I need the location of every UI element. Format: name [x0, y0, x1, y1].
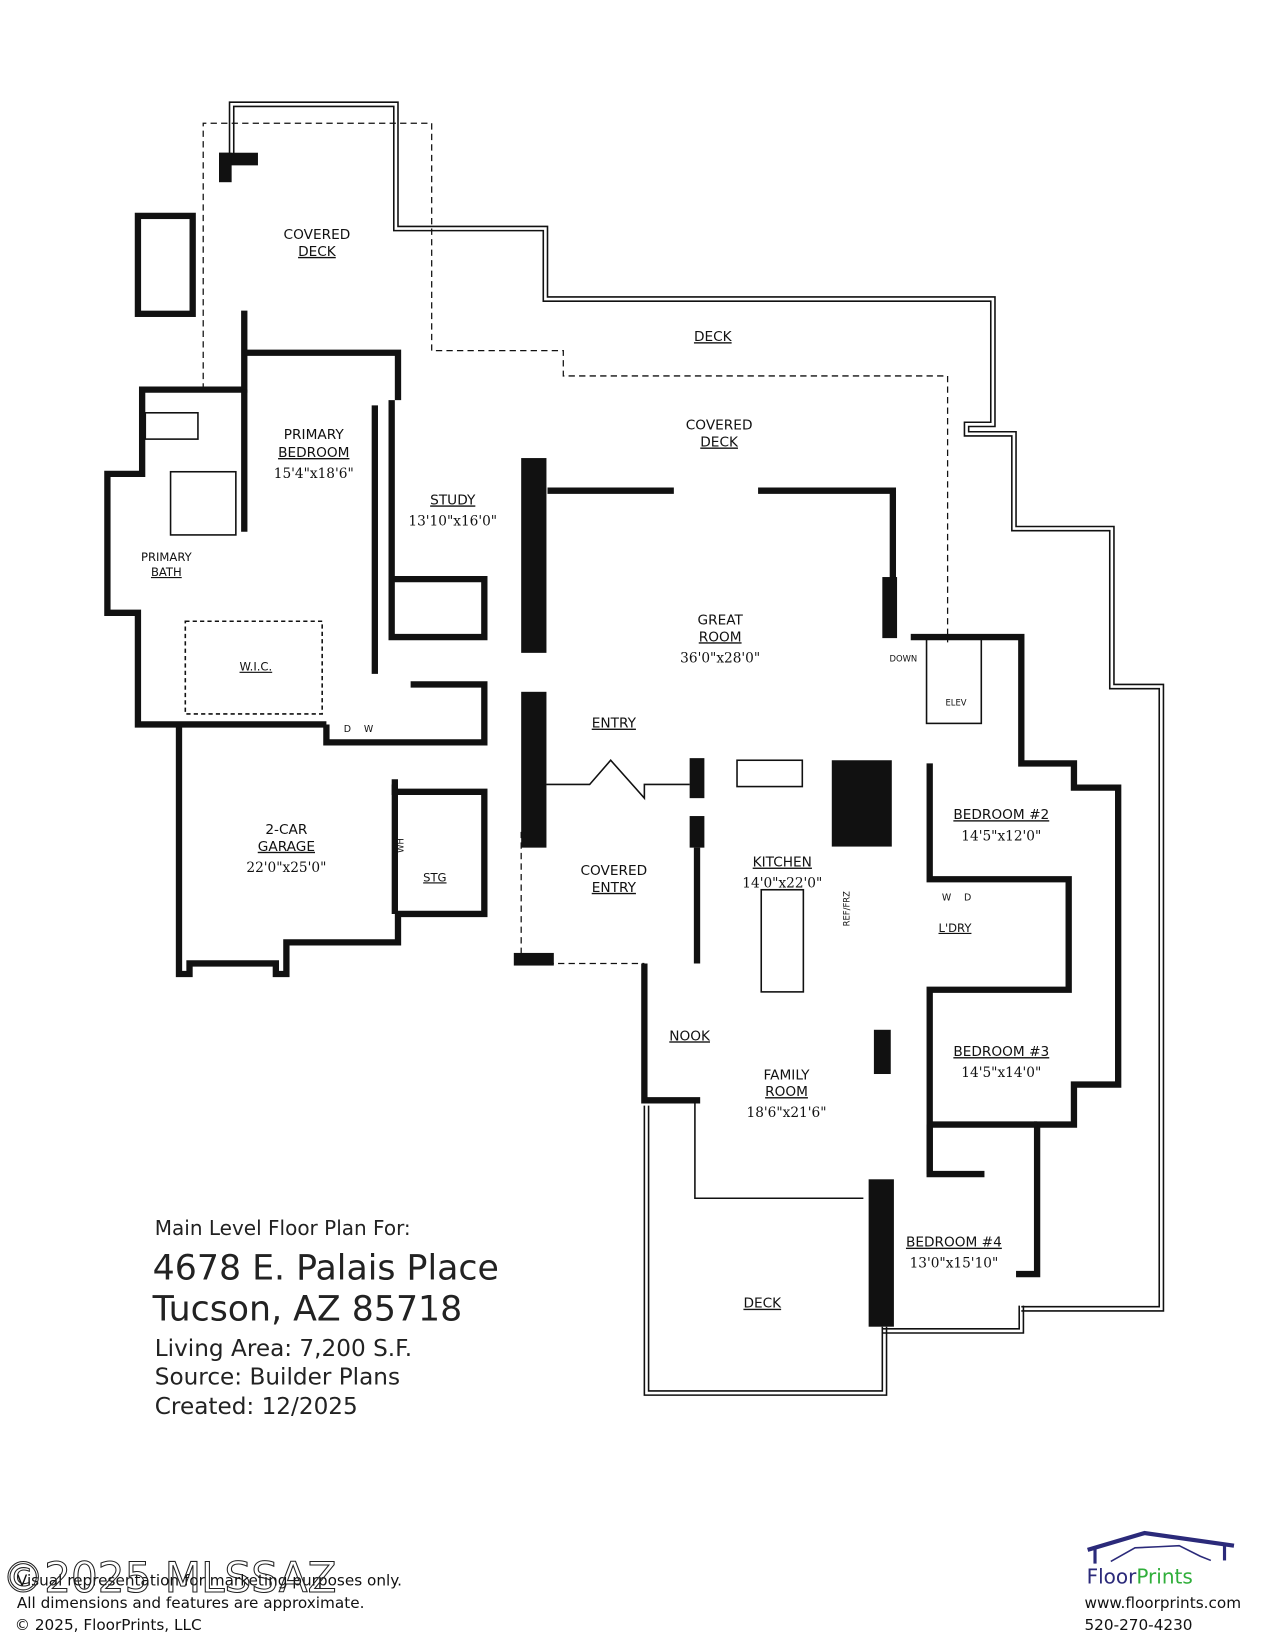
floorprints-logo: FloorPrints www.floorprints.com 520-270-…	[1084, 1530, 1241, 1634]
bedroom-2-label: BEDROOM #2	[953, 807, 1049, 823]
garage-label: GARAGE	[258, 839, 315, 855]
disclaimer: Visual representation for marketing purp…	[17, 1572, 402, 1590]
covered-deck-label: COVERED	[686, 418, 753, 434]
source: Source: Builder Plans	[155, 1365, 400, 1391]
logo-brand-prints: Prints	[1136, 1565, 1192, 1589]
elevator-label: ELEV	[945, 697, 966, 707]
primary-bath-label: PRIMARY	[141, 550, 193, 564]
svg-text:FloorPrints: FloorPrints	[1087, 1565, 1193, 1589]
great-room-label: ROOM	[699, 629, 742, 645]
logo-brand-floor: Floor	[1087, 1565, 1138, 1589]
created-date: Created: 12/2025	[155, 1394, 358, 1420]
study-label: STUDY	[430, 492, 476, 508]
dryer-label: D	[964, 892, 971, 903]
bedroom-4-dims: 13'0"x15'10"	[910, 1256, 999, 1272]
covered-entry-label: ENTRY	[592, 880, 637, 896]
covered-deck-label: DECK	[298, 244, 337, 260]
fridge-label: REF/FRZ	[842, 891, 852, 926]
bedroom-4-label: BEDROOM #4	[906, 1235, 1002, 1251]
primary-bedroom-label: PRIMARY	[284, 427, 345, 443]
family-room-label: FAMILY	[764, 1067, 811, 1083]
entry-label: ENTRY	[592, 716, 637, 732]
covered-entry-label: COVERED	[580, 863, 647, 879]
website: www.floorprints.com	[1084, 1594, 1241, 1612]
address-line-2: Tucson, AZ 85718	[152, 1289, 463, 1329]
kitchen-label: KITCHEN	[753, 855, 812, 871]
covered-deck-outline	[202, 122, 949, 643]
mls-watermark: ©2025 MLSSAZ	[2, 1553, 336, 1602]
washer-label: W	[364, 724, 374, 735]
room-labels: COVERED DECK DECK COVERED DECK PRIMARY B…	[141, 227, 1049, 1312]
family-room-label: ROOM	[765, 1084, 808, 1100]
plan-heading: Main Level Floor Plan For:	[155, 1216, 411, 1240]
disclaimer: All dimensions and features are approxim…	[17, 1594, 365, 1612]
footer: Visual representation for marketing purp…	[2, 1553, 402, 1634]
phone: 520-270-4230	[1084, 1616, 1192, 1634]
study-dims: 13'10"x16'0"	[408, 513, 497, 529]
primary-bath-label: BATH	[151, 565, 182, 579]
address-line-1: 4678 E. Palais Place	[153, 1248, 499, 1288]
storage-label: STG	[423, 870, 446, 884]
covered-deck-label: COVERED	[284, 227, 351, 243]
copyright: © 2025, FloorPrints, LLC	[15, 1616, 202, 1634]
walls	[104, 152, 1122, 1327]
property-info: Main Level Floor Plan For: 4678 E. Palai…	[152, 1216, 499, 1420]
garage-label: 2-CAR	[265, 822, 308, 838]
logo-roof-icon	[1087, 1530, 1235, 1552]
living-area: Living Area: 7,200 S.F.	[155, 1336, 412, 1362]
family-room-dims: 18'6"x21'6"	[747, 1105, 827, 1121]
deck-label: DECK	[694, 329, 733, 345]
garage-dims: 22'0"x25'0"	[246, 860, 326, 876]
nook-label: NOOK	[669, 1028, 711, 1044]
washer-label: W	[942, 892, 952, 903]
bedroom-3-dims: 14'5"x14'0"	[961, 1065, 1041, 1081]
great-room-dims: 36'0"x28'0"	[680, 650, 760, 666]
bedroom-2-dims: 14'5"x12'0"	[961, 828, 1041, 844]
covered-entry-outline	[520, 831, 645, 965]
laundry-label: L'DRY	[939, 921, 973, 935]
deck-label: DECK	[743, 1296, 782, 1312]
bedroom-3-label: BEDROOM #3	[953, 1044, 1049, 1060]
great-room-label: GREAT	[697, 612, 743, 628]
dryer-label: D	[344, 724, 351, 735]
kitchen-dims: 14'0"x22'0"	[742, 876, 822, 892]
primary-bedroom-label: BEDROOM	[278, 445, 349, 461]
covered-deck-label: DECK	[700, 434, 739, 450]
wic-label: W.I.C.	[240, 660, 273, 674]
stairs-down-label: DOWN	[890, 653, 918, 663]
primary-bedroom-dims: 15'4"x18'6"	[274, 466, 354, 482]
water-heater-label: WH	[395, 838, 405, 853]
deck-outline	[228, 101, 1165, 1396]
